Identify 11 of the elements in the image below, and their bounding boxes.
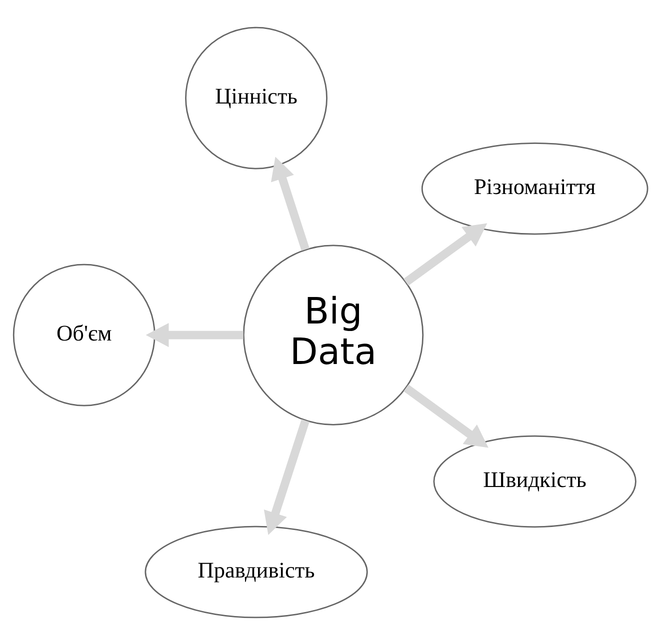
node-circle: Цінність bbox=[185, 26, 328, 169]
node-circle: Об'єм bbox=[12, 263, 156, 406]
arrow bbox=[264, 418, 310, 535]
arrow bbox=[270, 156, 310, 250]
node-circle: Big Data bbox=[242, 244, 424, 425]
arrow bbox=[146, 322, 244, 347]
node-ellipse: Правдивість bbox=[144, 525, 368, 618]
arrow bbox=[404, 384, 488, 448]
node-ellipse: Різноманіття bbox=[421, 142, 648, 234]
node-ellipse: Швидкість bbox=[433, 434, 636, 528]
arrow bbox=[404, 222, 488, 286]
